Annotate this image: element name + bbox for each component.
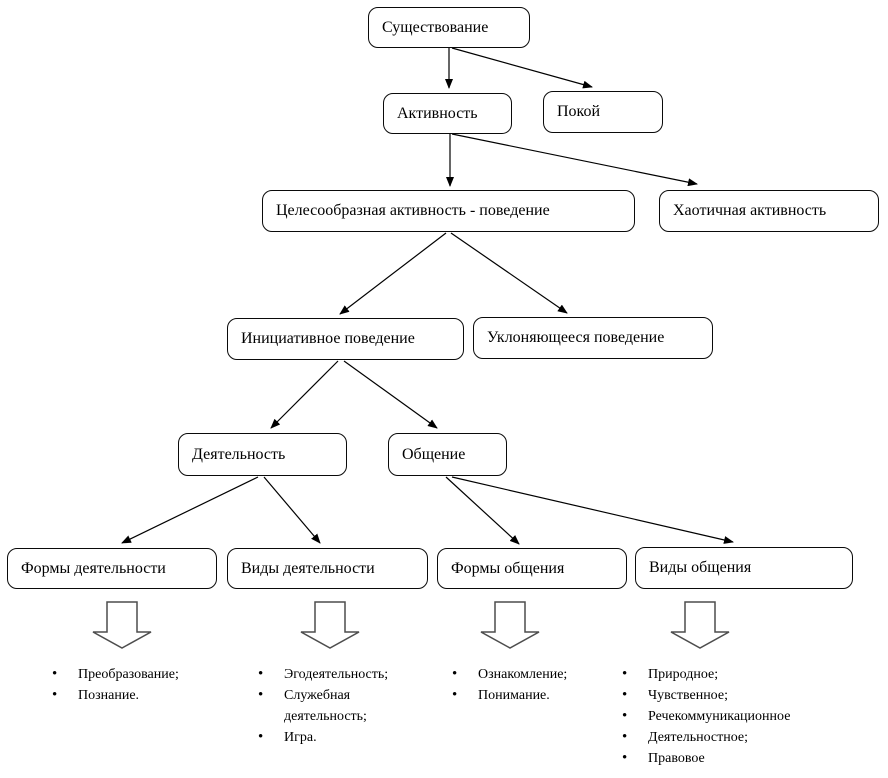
node-activity-types: Виды деятельности [227,548,428,589]
hollow-down-arrow-4 [670,601,730,649]
list-item: Понимание. [452,685,602,706]
list-item: Деятельностное; [622,727,837,748]
node-avoidant-behavior-label: Уклоняющееся поведение [487,329,665,346]
hollow-down-arrow-1 [92,601,152,649]
node-rest: Покой [543,91,663,133]
list-item: Речекоммуникационное [622,706,837,727]
node-initiative-behavior-label: Инициативное поведение [241,330,415,347]
list-item: Служебная деятельность; [258,685,410,727]
node-communication-forms-label: Формы общения [451,559,565,577]
connector-communication-forms [445,476,520,545]
activity-forms-list: Преобразование; Познание. [52,664,202,706]
node-activity-types-label: Виды деятельности [241,559,375,577]
connector-communication-types [451,476,734,544]
connector-initiative-deyatelnost [270,360,339,429]
connector-purposeful-initiative [339,232,447,315]
connector-activity-chaotic [451,133,698,187]
node-activity-label: Активность [397,104,478,122]
node-purposeful-activity: Целесообразная активность - поведение [262,190,635,232]
node-purposeful-activity-label: Целесообразная активность - поведение [276,202,550,219]
node-activity-forms-label: Формы деятельности [21,559,166,577]
communication-types-list: Природное; Чувственное; Речекоммуникацио… [622,664,837,769]
node-initiative-behavior: Инициативное поведение [227,318,464,360]
list-item: Игра. [258,727,410,748]
node-deyatelnost-label: Деятельность [192,445,286,463]
activity-types-list: Эгодеятельность; Служебная деятельность;… [258,664,410,748]
node-communication-label: Общение [402,445,466,463]
node-communication: Общение [388,433,507,476]
list-item: Эгодеятельность; [258,664,410,685]
list-item: Правовое [622,748,837,769]
node-avoidant-behavior: Уклоняющееся поведение [473,317,713,359]
node-existence: Существование [368,7,530,48]
hollow-down-arrow-3 [480,601,540,649]
node-communication-forms: Формы общения [437,548,627,589]
connector-purposeful-avoidant [450,232,568,314]
connector-deyatelnost-forms [121,476,259,544]
list-item: Преобразование; [52,664,202,685]
list-item: Природное; [622,664,837,685]
node-communication-types-label: Виды общения [649,559,752,576]
node-activity-forms: Формы деятельности [7,548,217,589]
list-item: Ознакомление; [452,664,602,685]
node-existence-label: Существование [382,18,489,36]
node-activity: Активность [383,93,512,134]
connector-initiative-communication [343,360,438,429]
communication-forms-list: Ознакомление; Понимание. [452,664,602,706]
node-deyatelnost: Деятельность [178,433,347,476]
node-communication-types: Виды общения [635,547,853,589]
connector-existence-rest [451,47,593,89]
list-item: Чувственное; [622,685,837,706]
node-chaotic-activity-label: Хаотичная активность [673,202,827,219]
node-chaotic-activity: Хаотичная активность [659,190,879,232]
connector-deyatelnost-types [263,476,321,544]
node-rest-label: Покой [557,103,601,120]
hollow-down-arrow-2 [300,601,360,649]
list-item: Познание. [52,685,202,706]
